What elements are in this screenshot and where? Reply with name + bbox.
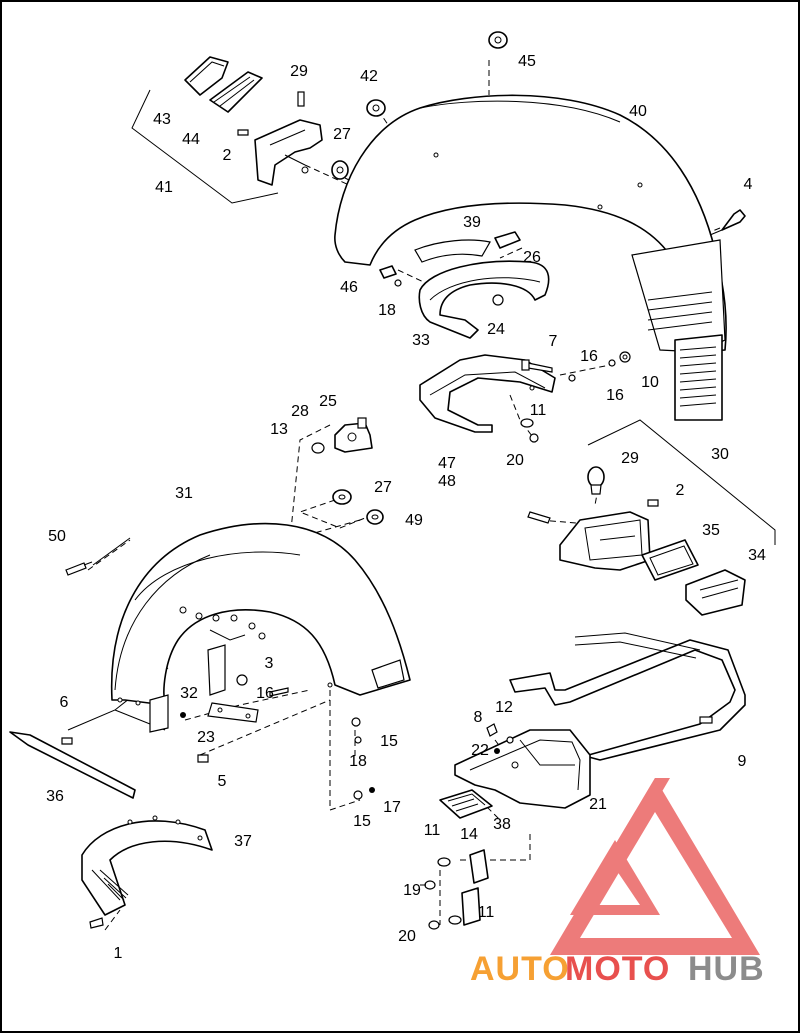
callout: 12: [495, 699, 513, 716]
callout: 3: [265, 655, 274, 672]
watermark-text: AUTO MOTO HUB: [470, 950, 765, 988]
callout: 29: [621, 450, 639, 467]
callout: 37: [234, 833, 252, 850]
callout: 40: [629, 103, 647, 120]
watermark-logo: [550, 778, 760, 955]
leader-lines: [67, 60, 776, 931]
fender-rivet-holes: [117, 606, 333, 706]
callout: 41: [155, 179, 173, 196]
callout: 35: [702, 522, 720, 539]
callout: 16: [256, 685, 274, 702]
callout: 29: [290, 63, 308, 80]
callout: 26: [523, 249, 541, 266]
callout: 42: [360, 68, 378, 85]
callout: 5: [218, 773, 227, 790]
clip-26: [494, 231, 521, 249]
bolt-4: [709, 209, 746, 236]
washer-10: [619, 351, 631, 363]
callout: 24: [487, 321, 505, 338]
callout: 1: [114, 945, 123, 962]
callout: 18: [378, 302, 396, 319]
callout: 13: [270, 421, 288, 438]
rear-fender: [334, 94, 727, 421]
hinge-mount: [311, 417, 373, 454]
bolt-7: [521, 359, 553, 373]
callout: 32: [180, 685, 198, 702]
washer-16-right: [568, 374, 576, 382]
callout: 15: [353, 813, 371, 830]
fender-vent-slots: [647, 291, 717, 407]
callout: 15: [380, 733, 398, 750]
callout: 16: [606, 387, 624, 404]
support-bracket: [419, 354, 556, 433]
callout: 23: [197, 729, 215, 746]
callout: 6: [60, 694, 69, 711]
callout: 4: [744, 176, 753, 193]
callout: 33: [412, 332, 430, 349]
callout: 11: [530, 402, 547, 419]
marker-light-assembly: [527, 466, 746, 616]
callout: 17: [383, 799, 401, 816]
front-fender: [110, 522, 411, 733]
grommet-27-top: [331, 160, 349, 180]
fender-trim: [81, 815, 213, 929]
grommet-49: [366, 509, 384, 525]
nut-18-top: [394, 279, 402, 287]
callout: 2: [223, 147, 232, 164]
callout: 39: [463, 214, 481, 231]
callout: 28: [291, 403, 309, 420]
watermark-text-hub: HUB: [688, 950, 765, 988]
callout: 7: [549, 333, 558, 350]
callout: 36: [46, 788, 64, 805]
callout: 31: [175, 485, 193, 502]
grommet-45: [488, 31, 508, 49]
callout: 18: [349, 753, 367, 770]
grommet-27-mid: [332, 489, 352, 505]
callout: 30: [711, 446, 729, 463]
callout: 50: [48, 528, 66, 545]
watermark-text-moto: MOTO: [565, 950, 670, 988]
callout: 14: [460, 826, 478, 843]
rear-rack-bracket: [439, 723, 591, 819]
callout: 19: [403, 882, 421, 899]
callout: 11: [424, 822, 441, 839]
washer-11-top: [520, 418, 534, 428]
callout: 8: [474, 709, 483, 726]
callout: 27: [374, 479, 392, 496]
callout: 49: [405, 512, 423, 529]
callout: 9: [738, 753, 747, 770]
callout: 10: [641, 374, 659, 391]
washer-16-b: [608, 359, 616, 367]
callout: 21: [589, 796, 607, 813]
callout: 43: [153, 111, 171, 128]
callout: 47: [438, 455, 456, 472]
front-hardware: [61, 561, 375, 800]
fender-rod: [9, 731, 136, 799]
callout: 45: [518, 53, 536, 70]
nut-20-top: [529, 433, 539, 443]
callout: 44: [182, 131, 200, 148]
callout: 16: [580, 348, 598, 365]
seat-bracket: [418, 260, 550, 339]
callout-labels: 45 43 29 42 40 44 2 27 41 4 39 26 46 18 …: [46, 53, 766, 962]
callout: 27: [333, 126, 351, 143]
callout: 2: [676, 482, 685, 499]
callout: 25: [319, 393, 337, 410]
callout: 38: [493, 816, 511, 833]
callout: 20: [506, 452, 524, 469]
callout: 22: [471, 742, 489, 759]
grommet-42: [366, 99, 386, 117]
watermark-text-auto: AUTO: [470, 950, 570, 988]
callout: 46: [340, 279, 358, 296]
tail-lamp-assembly: [184, 56, 323, 186]
callout: 34: [748, 547, 766, 564]
callout: 11: [478, 904, 495, 921]
clip-46: [379, 265, 397, 279]
callout: 20: [398, 928, 416, 945]
callout: 48: [438, 473, 456, 490]
bottom-hardware: [420, 849, 489, 930]
